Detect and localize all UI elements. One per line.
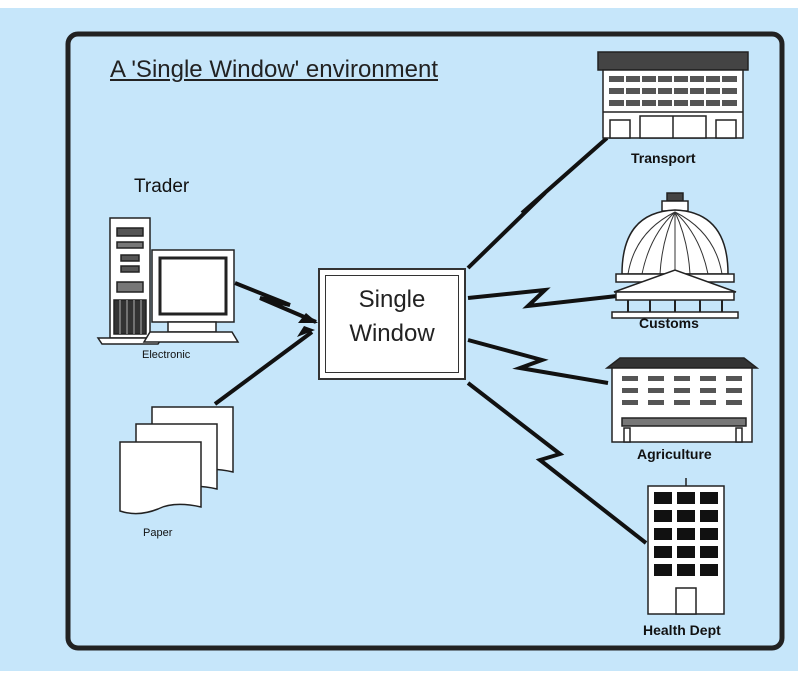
agency-label-transport: Transport (631, 150, 696, 166)
transport-link (466, 136, 609, 270)
customs-building-icon (611, 192, 739, 319)
paper-link (213, 330, 314, 406)
agriculture-link (467, 338, 609, 385)
connection-lines (213, 136, 648, 545)
agency-label-agriculture: Agriculture (637, 446, 712, 462)
single-window-line1: Single (358, 286, 426, 313)
frame-border (65, 31, 785, 651)
electronic-link (234, 281, 317, 324)
agency-label-health: Health Dept (643, 622, 721, 638)
single-window-box: Single Window (318, 268, 466, 380)
health-building-icon (647, 478, 725, 615)
electronic-arrowhead (298, 313, 318, 323)
electronic-label: Electronic (142, 349, 191, 361)
single-window-line2: Window (349, 320, 435, 347)
agency-label-customs: Customs (639, 315, 699, 331)
transport-building-icon (597, 51, 749, 139)
customs-link (467, 287, 618, 309)
trader-label: Trader (134, 176, 190, 197)
diagram-title: A 'Single Window' environment (110, 56, 438, 83)
agriculture-building-icon (604, 357, 760, 443)
paper-label: Paper (143, 527, 173, 539)
health-link (466, 381, 648, 545)
paper-arrowhead (297, 326, 315, 337)
paper-icon (119, 406, 234, 515)
computer-icon (96, 217, 240, 345)
